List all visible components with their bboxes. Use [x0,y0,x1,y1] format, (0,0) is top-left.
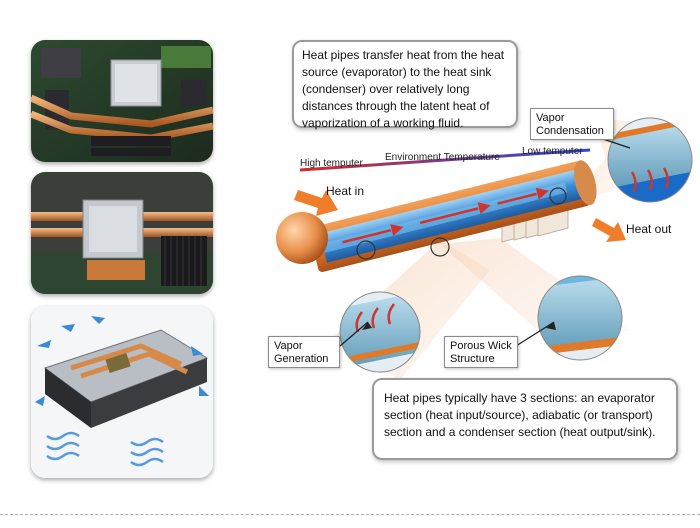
callout-heat-transfer-definition: Heat pipes transfer heat from the heat s… [292,40,518,130]
label-heat-out: Heat out [626,222,672,236]
callout-heat-pipe-sections: Heat pipes typically have 3 sections: an… [372,378,678,460]
footer-divider [0,514,700,515]
heat-pipe-diagram [276,117,693,380]
callout-line: (condenser) over relatively long [302,82,470,96]
label-low-temperature: Low temputer [522,146,583,157]
label-environment-temperature: Environment Temperature [385,152,500,163]
label-line: Structure [450,353,495,365]
label-vapor-condensation: Vapor Condensation [530,108,614,140]
heat-in-arrow [294,190,338,216]
callout-line: source (evaporator) to the heat sink [302,65,492,79]
zoom-marker [549,187,567,205]
label-vapor-generation: Vapor Generation [268,336,340,368]
label-high-temperature: High temputer [300,158,363,169]
temperature-gradient-line [299,148,591,172]
callout-line: section (heat input/source), adiabatic (… [384,408,653,422]
pointer-porous-wick [515,321,555,347]
callout-line: Heat pipes transfer heat from the heat [302,48,505,62]
zoom-marker [356,240,376,260]
heat-pipe-body [308,160,597,272]
porous-wick-zoom [537,275,623,361]
label-porous-wick-structure: Porous Wick Structure [444,336,518,368]
photo-chassis-airflow [31,306,213,478]
callout-line: distances through the latent heat of [302,99,490,113]
callout-line: vaporization of a working fluid. [302,116,464,130]
label-heat-in: Heat in [326,184,365,198]
vapor-condensation-zoom [607,117,693,203]
label-line: Porous Wick [450,340,512,352]
label-line: Generation [274,353,329,365]
label-line: Vapor [536,112,565,124]
label-line: Vapor [274,340,303,352]
photo-motherboard-heatsink [31,40,213,162]
callout-line: Heat pipes typically have 3 sections: an… [384,391,655,405]
heat-out-arrow [592,218,626,242]
pointer-vapor-generation [339,321,369,347]
callout-line: section and a condenser section (heat ou… [384,425,656,439]
zoom-marker [430,237,450,257]
photo-heatpipe-fins [31,172,213,294]
evaporator-end-cap [276,212,328,264]
vapor-generation-zoom [339,291,421,373]
label-line: Condensation [536,125,604,137]
